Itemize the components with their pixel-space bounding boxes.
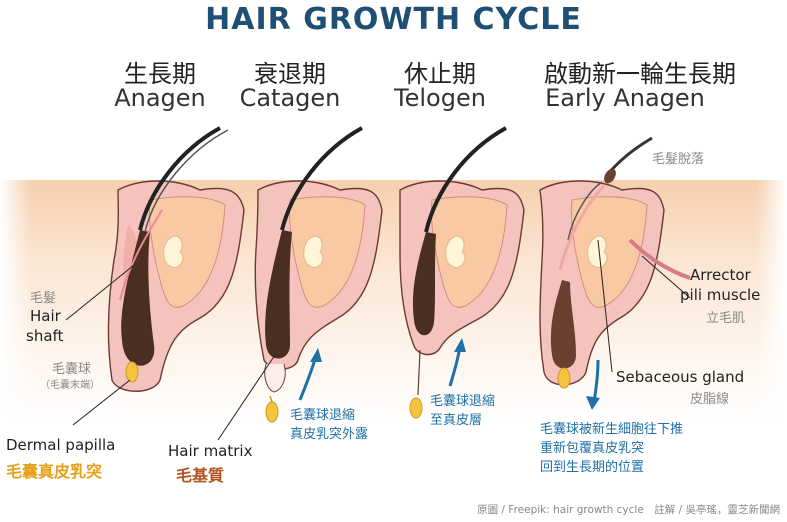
- sebaceous-en: Sebaceous gland: [616, 368, 745, 386]
- follicle-bulb-sub: （毛囊末端）: [40, 380, 100, 391]
- credit-line: 原圖 / Freepik: hair growth cycle 註解 / 吳亭瑤…: [477, 504, 780, 516]
- hair-matrix-en: Hair matrix: [168, 442, 253, 460]
- stage-anagen-cn: 生長期: [124, 60, 196, 88]
- stage-catagen-en: Catagen: [239, 84, 341, 112]
- sebaceous-cn: 皮脂線: [690, 392, 730, 407]
- note-telogen-line-2: 至真皮層: [430, 413, 483, 428]
- follicle-early-anagen: [539, 136, 691, 389]
- arrector-en-2: pili muscle: [680, 286, 761, 304]
- follicle-anagen: [107, 126, 245, 392]
- note-early-anagen: 毛囊球被新生細胞往下推 重新包覆真皮乳突 回到生長期的位置: [540, 420, 683, 477]
- hair-shaft-cn: 毛髮: [30, 291, 57, 306]
- stage-anagen-en: Anagen: [114, 84, 206, 112]
- arrector-cn: 立毛肌: [706, 311, 746, 326]
- note-early-line-3: 回到生長期的位置: [540, 460, 645, 475]
- follicle-catagen: [254, 126, 383, 423]
- stage-telogen-en: Telogen: [394, 84, 486, 112]
- stage-early-anagen-cn: 啟動新一輪生長期: [544, 60, 736, 88]
- stage-early-anagen-en: Early Anagen: [545, 84, 705, 112]
- hair-matrix-cn: 毛基質: [176, 466, 225, 485]
- dermal-papilla-en: Dermal papilla: [6, 436, 116, 454]
- page-title: HAIR GROWTH CYCLE: [205, 2, 582, 37]
- note-telogen: 毛囊球退縮 至真皮層: [430, 392, 495, 430]
- stage-telogen-cn: 休止期: [404, 60, 476, 88]
- follicle-bulb-cn: 毛囊球: [52, 362, 92, 377]
- note-early-line-1: 毛囊球被新生細胞往下推: [540, 422, 684, 437]
- direction-arrows: [298, 338, 600, 410]
- note-catagen: 毛囊球退縮 真皮乳突外露: [290, 406, 368, 444]
- follicle-telogen: [399, 126, 525, 419]
- arrector-en-1: Arrector: [690, 266, 751, 284]
- stage-catagen-cn: 衰退期: [254, 60, 326, 88]
- arrector-muscle: [628, 238, 691, 280]
- hair-shaft-en-2: shaft: [26, 327, 64, 345]
- note-early-line-2: 重新包覆真皮乳突: [540, 441, 645, 456]
- dermal-papilla-cn: 毛囊真皮乳突: [6, 462, 103, 481]
- note-telogen-line-1: 毛囊球退縮: [430, 394, 496, 409]
- hair-shed-cn: 毛髮脫落: [652, 152, 705, 167]
- note-catagen-line-2: 真皮乳突外露: [290, 427, 369, 442]
- note-catagen-line-1: 毛囊球退縮: [290, 408, 356, 423]
- hair-shaft-en-1: Hair: [30, 307, 61, 325]
